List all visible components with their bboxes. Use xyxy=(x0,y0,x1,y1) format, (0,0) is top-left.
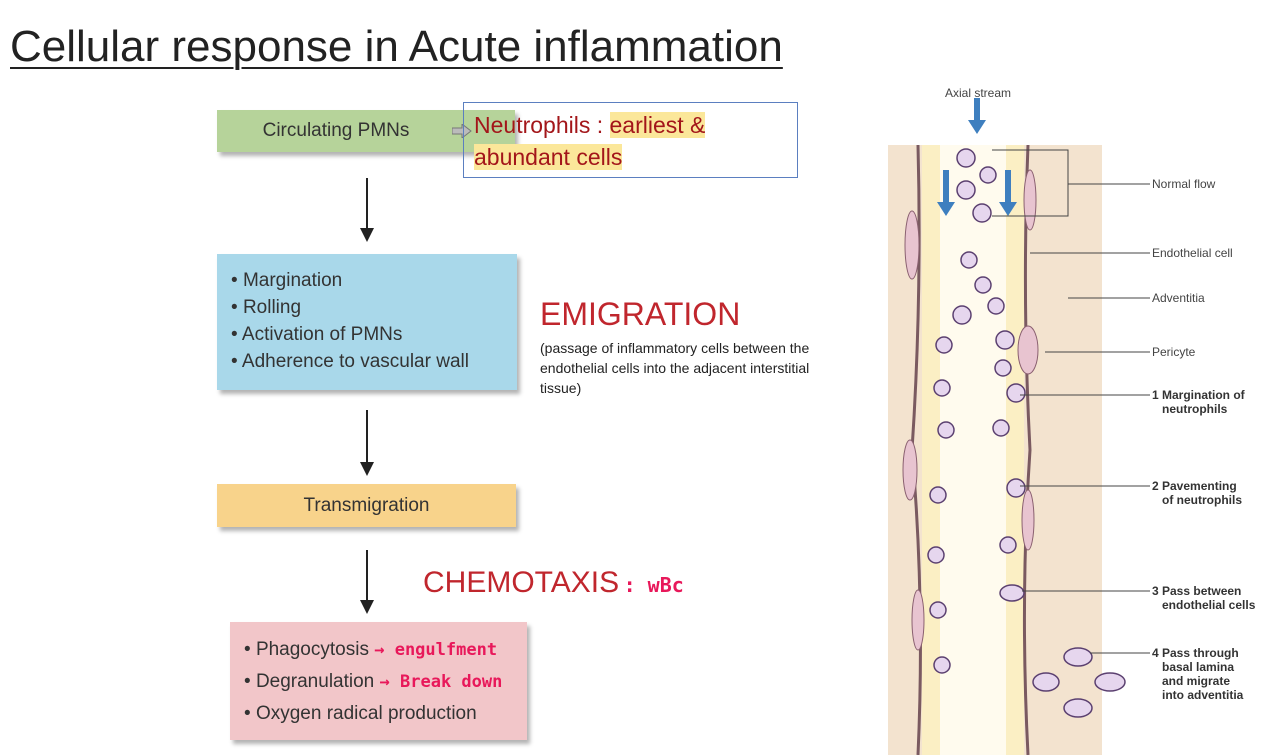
arrow-down-icon xyxy=(360,178,374,242)
chemotaxis-heading: CHEMOTAXIS xyxy=(423,566,620,599)
arrow-right-icon xyxy=(452,124,472,138)
axial-stream-label: Axial stream xyxy=(945,86,1012,100)
transmigration-box: Transmigration xyxy=(217,484,516,527)
vessel-wall-right xyxy=(1022,144,1032,755)
step-label: Transmigration xyxy=(303,494,430,516)
emigration-heading: EMIGRATION xyxy=(540,296,741,332)
handwritten-note: : wBc xyxy=(623,573,684,597)
leader-lines xyxy=(992,149,1150,654)
cell-actions-box: • Phagocytosis → engulfment • Degranulat… xyxy=(230,622,527,740)
emigration-description: (passage of inflammatory cells between t… xyxy=(540,340,810,396)
arrow-down-icon xyxy=(360,410,374,476)
chemotaxis-line: CHEMOTAXIS : wBc xyxy=(423,566,684,600)
neutrophils-callout: Neutrophils : earliest & abundant cells xyxy=(463,102,798,178)
handwritten-note: → engulfment xyxy=(374,640,498,660)
handwritten-note: → Break down xyxy=(379,672,503,692)
normal-flow-label: Normal flow xyxy=(1152,177,1216,191)
list-item: • Oxygen radical production xyxy=(244,703,477,724)
list-item: • Margination xyxy=(231,270,343,291)
list-item: • Rolling xyxy=(231,297,302,318)
list-item: • Adherence to vascular wall xyxy=(231,351,469,372)
pericyte-label: Pericyte xyxy=(1152,345,1196,359)
list-item: • Phagocytosis → engulfment xyxy=(244,639,498,660)
endothelial-cells xyxy=(902,169,1039,651)
slide-title: Cellular response in Acute inflammation xyxy=(10,22,783,71)
callout-prefix: Neutrophils : xyxy=(474,112,610,138)
step-label: Circulating PMNs xyxy=(262,120,410,141)
neutrophils xyxy=(927,148,1126,718)
flow-arrow-icons xyxy=(937,98,1017,216)
arrow-down-icon xyxy=(360,550,374,614)
endothelial-cell-label: Endothelial cell xyxy=(1152,246,1233,260)
emigration-steps-box: • Margination • Rolling • Activation of … xyxy=(217,254,517,390)
list-item: • Activation of PMNs xyxy=(231,324,403,345)
adventitia-label: Adventitia xyxy=(1152,291,1205,305)
list-item: • Degranulation → Break down xyxy=(244,671,503,692)
callout-highlight: abundant cells xyxy=(474,144,623,170)
callout-highlight: earliest & xyxy=(609,112,706,138)
